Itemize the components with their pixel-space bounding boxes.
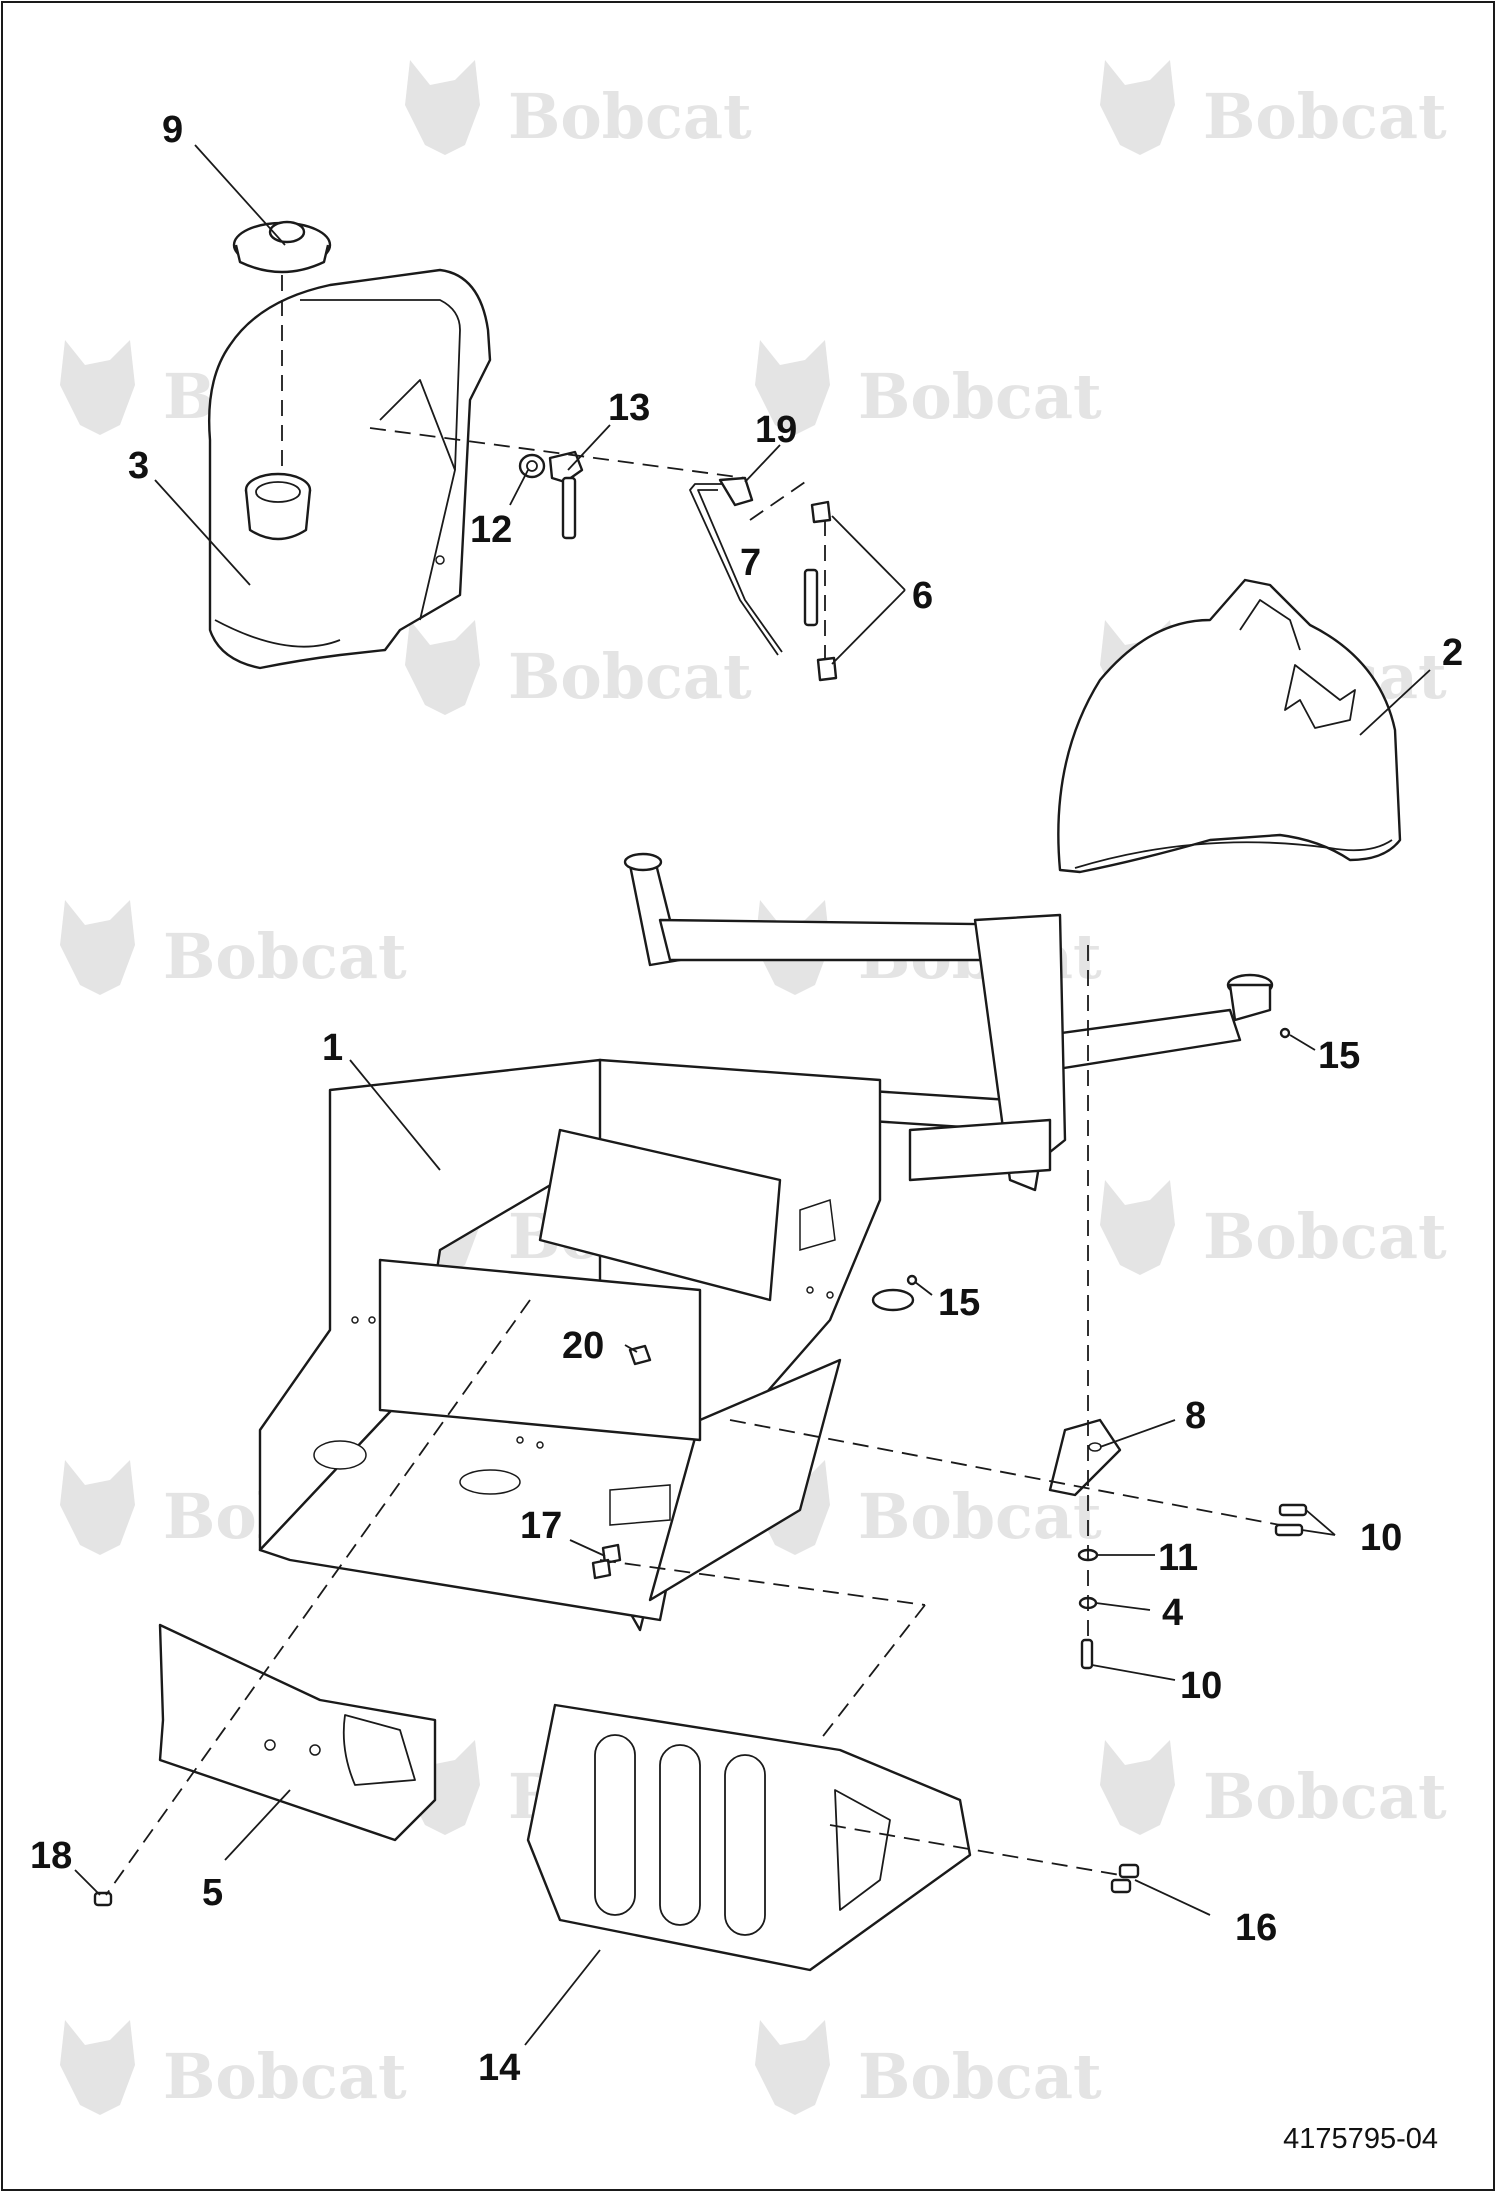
callout-labels: 9 3 13 12 19 7 6 2 1 15 15 20 8 17 10 11… <box>30 109 1463 2089</box>
callout-6: 6 <box>912 575 933 617</box>
part-10-bolt-lower <box>1080 1638 1094 1670</box>
watermark: Bobcat <box>755 2020 1102 2115</box>
part-9-fuel-cap <box>232 220 332 274</box>
part-14-skid-plate <box>526 1703 972 1972</box>
part-15-plugs <box>906 1027 1291 1286</box>
callout-10-lower: 10 <box>1180 1665 1222 1707</box>
callout-5: 5 <box>202 1872 223 1914</box>
part-5-shield <box>158 1623 437 1842</box>
callout-15a: 15 <box>1318 1035 1360 1077</box>
watermark-text: Bobcat <box>1203 1200 1447 1273</box>
callout-8: 8 <box>1185 1395 1206 1437</box>
part-19-fitting <box>718 476 754 507</box>
watermark-text: Bobcat <box>163 2040 407 2113</box>
callout-3: 3 <box>128 445 149 487</box>
callout-15b: 15 <box>938 1282 980 1324</box>
part-3-fuel-tank <box>207 268 492 670</box>
watermark: Bobcat <box>60 2020 407 2115</box>
watermark-text: Bobcat <box>163 920 407 993</box>
watermark: Bobcat <box>405 620 752 715</box>
callout-18: 18 <box>30 1835 72 1877</box>
callout-7: 7 <box>740 542 761 584</box>
watermark: Bobcat <box>1100 60 1447 155</box>
watermark: Bobcat <box>1100 1180 1447 1275</box>
callout-12: 12 <box>470 509 512 551</box>
callout-19: 19 <box>755 409 797 451</box>
part-2-fender <box>1057 578 1402 874</box>
callout-14: 14 <box>478 2047 520 2089</box>
callout-1: 1 <box>322 1027 343 1069</box>
callout-9: 9 <box>162 109 183 151</box>
callout-11: 11 <box>1158 1537 1198 1579</box>
watermark: Bobcat <box>60 900 407 995</box>
part-17-nuts <box>591 1543 622 1580</box>
part-12-fitting <box>518 453 546 479</box>
watermark: Bobcat <box>1100 1740 1447 1835</box>
watermark: Bobcat <box>405 60 752 155</box>
watermark-text: Bobcat <box>508 640 752 713</box>
callout-17: 17 <box>520 1505 562 1547</box>
watermark-text: Bobcat <box>1203 1760 1447 1833</box>
callout-20: 20 <box>562 1325 604 1367</box>
callout-13: 13 <box>608 387 650 429</box>
part-13-valve <box>548 450 584 540</box>
part-18-bolt <box>93 1891 113 1907</box>
callout-4: 4 <box>1162 1592 1183 1634</box>
callout-2: 2 <box>1442 632 1463 674</box>
watermark: Bobcat <box>755 340 1102 435</box>
part-7-fuel-hose <box>689 483 819 656</box>
callout-10-upper: 10 <box>1360 1517 1402 1559</box>
part-16-bolts <box>1110 1863 1140 1894</box>
part-8-bracket <box>1048 1418 1122 1497</box>
part-10-bolts <box>1274 1503 1308 1537</box>
part-1-main-frame <box>258 852 1274 1632</box>
watermark-text: Bobcat <box>858 2040 1102 2113</box>
callout-16: 16 <box>1235 1907 1277 1949</box>
watermark-text: Bobcat <box>508 80 752 153</box>
document-number: 4175795-04 <box>1283 2123 1438 2155</box>
leader-lines <box>74 144 1431 2046</box>
watermark-text: Bobcat <box>1203 80 1447 153</box>
watermark-text: Bobcat <box>858 360 1102 433</box>
assembly-lines <box>105 275 1281 1896</box>
